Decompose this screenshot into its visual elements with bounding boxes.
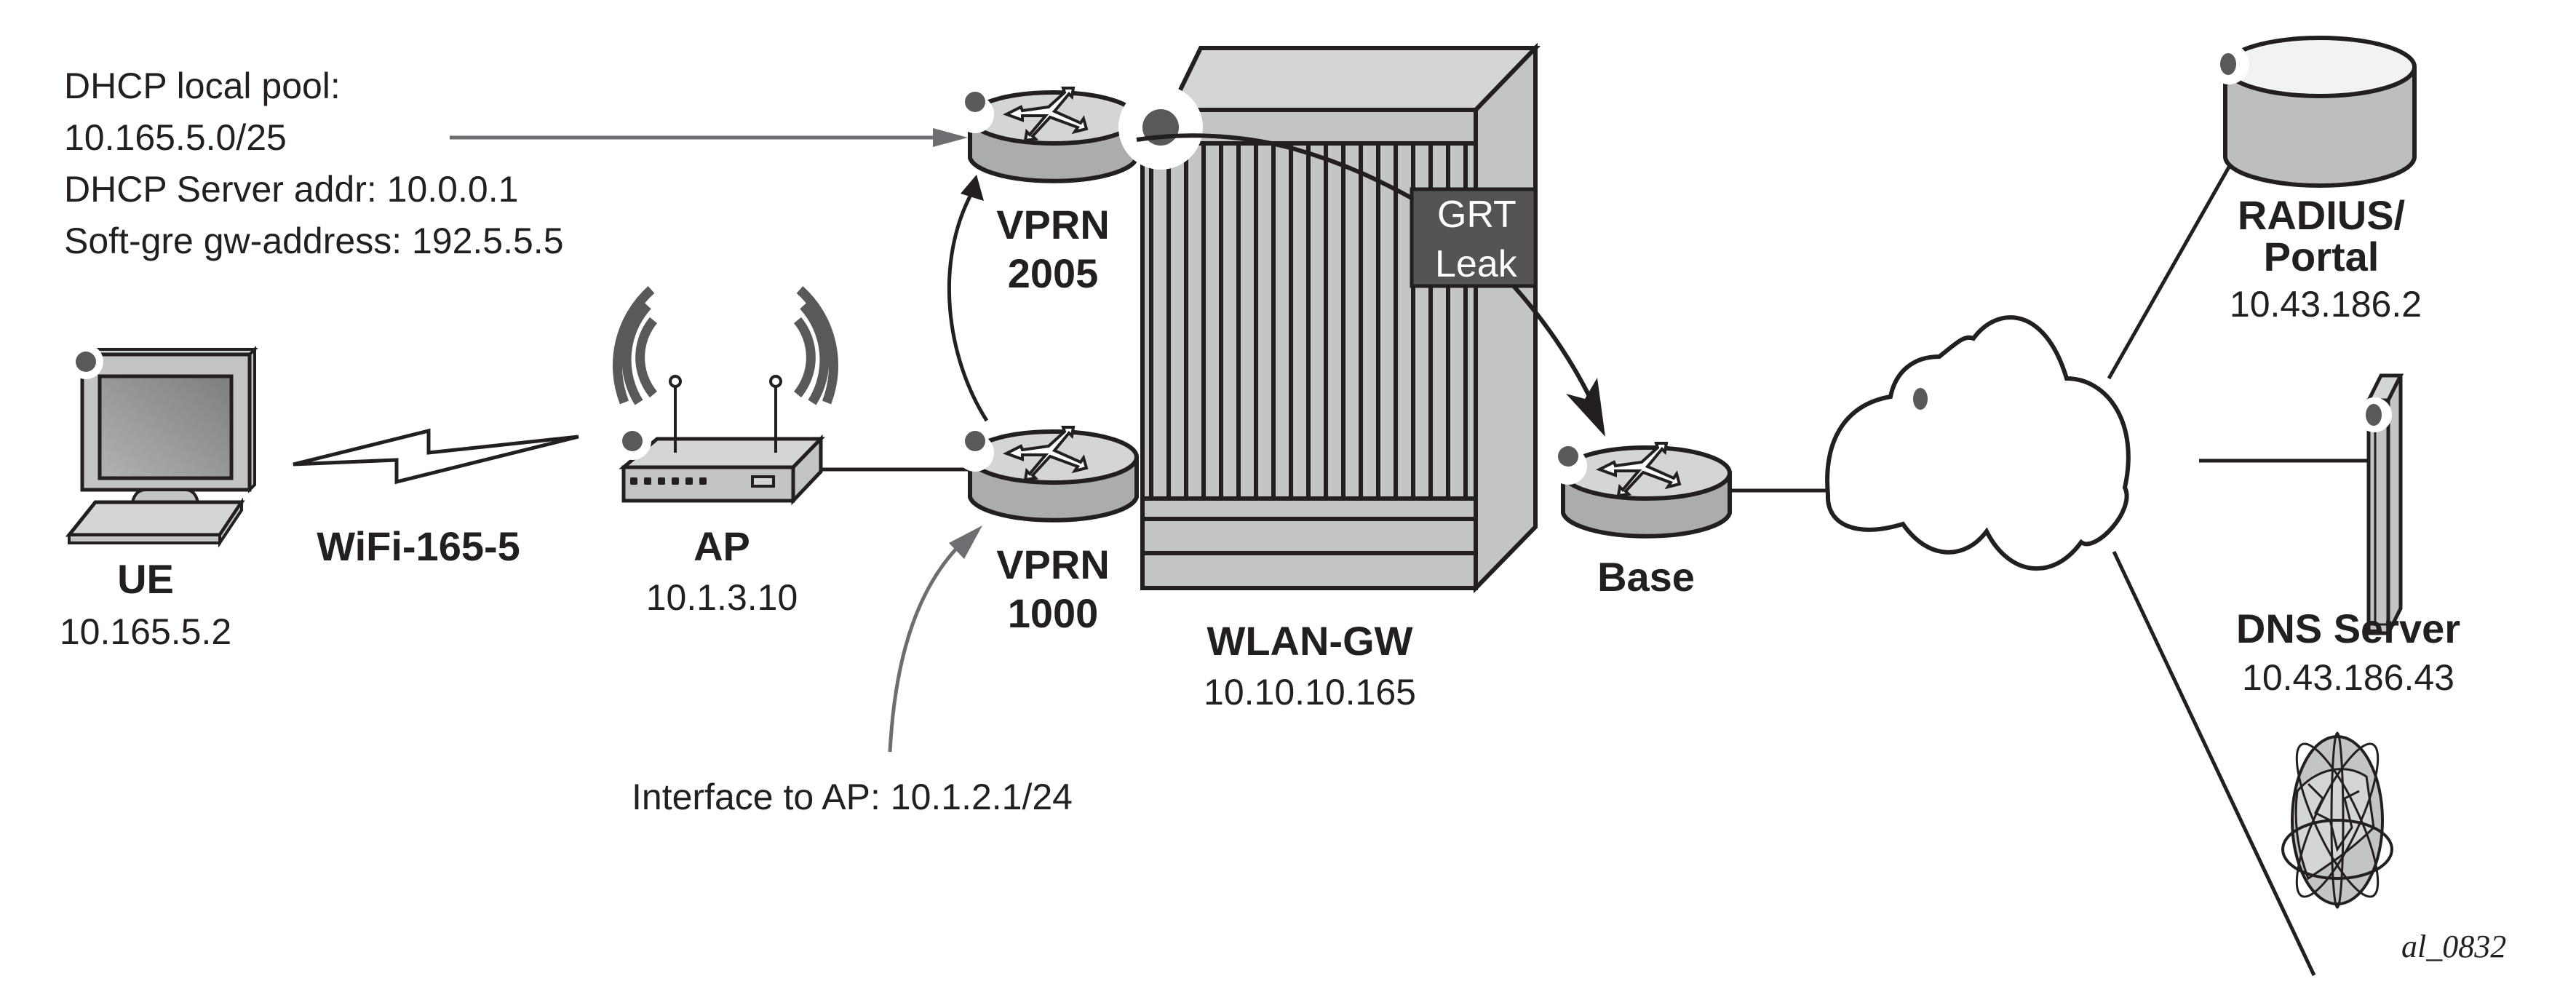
dhcp-line-3: DHCP Server addr: 10.0.0.1 xyxy=(64,169,518,210)
wlan-gw-address: 10.10.10.165 xyxy=(1204,672,1416,713)
dhcp-line-1: DHCP local pool: xyxy=(64,66,341,106)
wlan-gw-node: WLAN-GW 10.10.10.165 xyxy=(1140,42,1541,713)
ue-status-dot xyxy=(76,352,96,372)
dhcp-annotation: DHCP local pool: 10.165.5.0/25 DHCP Serv… xyxy=(64,66,968,261)
dns-node: DNS Server 10.43.186.43 xyxy=(2236,373,2460,698)
interface-to-ap-label: Interface to AP: 10.1.2.1/24 xyxy=(632,777,1073,817)
radius-status-dot xyxy=(2220,53,2236,75)
figure-id: al_0832 xyxy=(2401,929,2506,964)
vprn-2005-label-line2: 2005 xyxy=(1008,250,1099,296)
ue-node: UE 10.165.5.2 xyxy=(60,344,258,652)
ap-status-dot xyxy=(622,431,643,451)
radius-label-line1: RADIUS/ xyxy=(2238,192,2406,238)
database-icon xyxy=(2209,36,2417,188)
lightning-bolt-icon xyxy=(293,428,579,485)
grt-leak-arrowhead xyxy=(1566,378,1605,437)
ap-node: AP 10.1.3.10 xyxy=(613,286,838,618)
radius-address: 10.43.186.2 xyxy=(2230,284,2422,325)
router-arrows-glyph xyxy=(1595,442,1682,498)
ap-label: AP xyxy=(693,523,750,569)
router-icon xyxy=(968,426,1139,523)
vprn-1000-node: VPRN 1000 xyxy=(956,426,1139,636)
dhcp-pointer-arrowhead xyxy=(933,128,968,147)
ue-label: UE xyxy=(117,556,174,602)
globe-icon xyxy=(2281,731,2393,909)
vprn-1000-to-2005-arrow xyxy=(947,175,989,422)
grt-leak-line2: Leak xyxy=(1435,243,1518,285)
grt-leak-box: GRT Leak xyxy=(1410,187,1538,288)
wifi-ssid-label: WiFi-165-5 xyxy=(317,523,520,569)
server-icon xyxy=(2357,373,2404,635)
vprn-2005-label-line1: VPRN xyxy=(996,202,1110,247)
router-arrows-glyph xyxy=(1002,426,1089,482)
router-arrows-glyph xyxy=(1002,87,1089,143)
vprn-2005-status-dot xyxy=(965,92,985,112)
dns-label: DNS Server xyxy=(2236,606,2460,651)
radius-label-line2: Portal xyxy=(2264,234,2380,279)
router-icon xyxy=(1561,442,1732,539)
vprn-1000-label-line1: VPRN xyxy=(996,541,1110,587)
wifi-waves-icon xyxy=(613,286,838,405)
dhcp-line-2: 10.165.5.0/25 xyxy=(64,117,287,158)
base-node: Base xyxy=(1549,442,1732,600)
cloud-indicator-dot xyxy=(1913,388,1928,410)
grt-leak-path xyxy=(1118,85,1605,437)
cloud-icon xyxy=(1825,315,2131,571)
ue-address: 10.165.5.2 xyxy=(60,611,231,652)
wlan-gw-label: WLAN-GW xyxy=(1206,618,1412,664)
grt-leak-line1: GRT xyxy=(1437,194,1516,236)
dns-address: 10.43.186.43 xyxy=(2242,657,2454,698)
router-icon xyxy=(968,87,1139,183)
radius-node: RADIUS/ Portal 10.43.186.2 xyxy=(2209,36,2422,325)
dhcp-line-4: Soft-gre gw-address: 192.5.5.5 xyxy=(64,221,564,261)
ap-led-row xyxy=(630,477,707,485)
interface-to-ap-arrow xyxy=(888,525,982,753)
wireless-access-point-icon xyxy=(613,286,838,506)
chassis-card-slots xyxy=(1149,143,1468,499)
ap-address: 10.1.3.10 xyxy=(646,577,798,618)
vprn-1000-status-dot xyxy=(965,431,985,451)
vprn-2005-node: VPRN 2005 xyxy=(956,87,1139,296)
base-label: Base xyxy=(1597,554,1695,600)
link-cloud-radius xyxy=(2107,163,2233,380)
vprn-1000-label-line2: 1000 xyxy=(1008,590,1099,636)
link-cloud-internet xyxy=(2112,550,2316,977)
dns-status-dot xyxy=(2366,404,2382,426)
wifi-link: WiFi-165-5 xyxy=(293,428,579,569)
base-status-dot xyxy=(1558,446,1578,467)
connection-lines xyxy=(821,163,2369,977)
desktop-computer-icon xyxy=(65,344,258,548)
